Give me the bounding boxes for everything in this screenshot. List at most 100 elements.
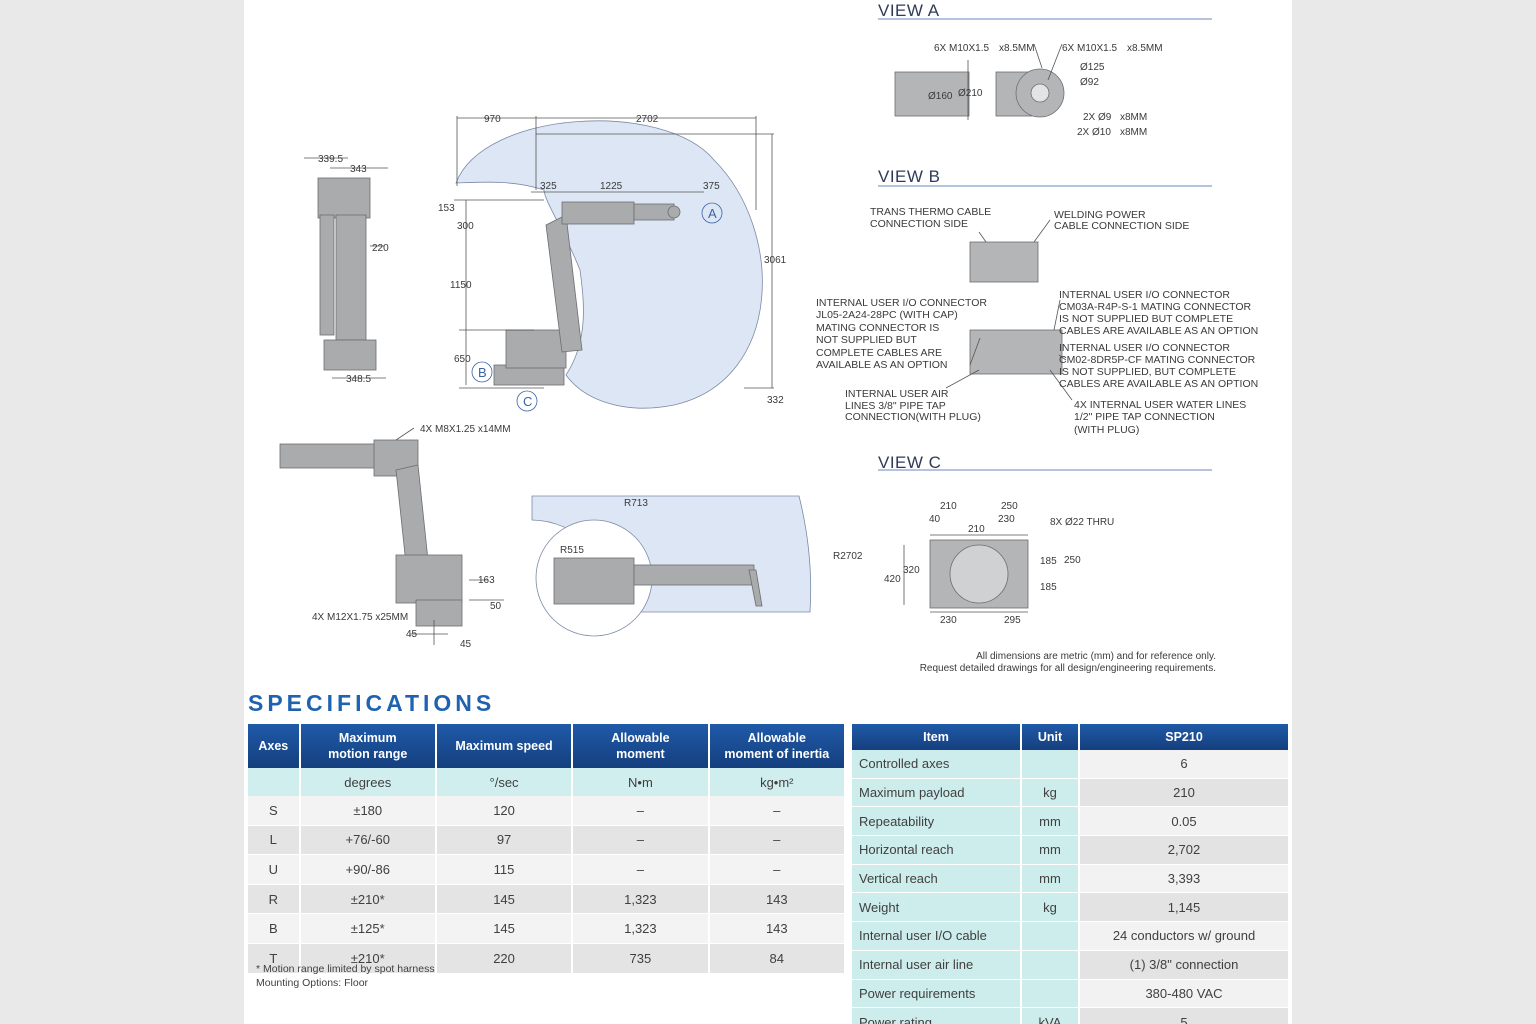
marker-c: C xyxy=(523,394,532,409)
spec-table: Item Unit SP210 Controlled axes 6 Maximu… xyxy=(852,724,1290,1024)
welding-label-2: CABLE CONNECTION SIDE xyxy=(1054,220,1189,232)
table-row: L +76/-60 97 – – xyxy=(248,825,847,856)
view-c-d230: 230 xyxy=(998,514,1015,525)
table-cell: – xyxy=(572,854,710,885)
dim-153: 153 xyxy=(438,203,455,214)
water-label-3: (WITH PLUG) xyxy=(1074,424,1139,436)
spec-row: Weight kg 1,145 xyxy=(852,892,1290,923)
view-a-d10-depth: x8MM xyxy=(1120,127,1147,138)
view-c-d185b: 185 xyxy=(1040,582,1057,593)
table-cell: ±125* xyxy=(299,913,437,944)
spec-item: Weight xyxy=(852,892,1022,923)
view-c-d210a: 210 xyxy=(940,501,957,512)
table-cell: L xyxy=(248,825,301,856)
table-cell: 1,323 xyxy=(572,913,710,944)
view-c-d230b: 230 xyxy=(940,615,957,626)
view-c-d185a: 185 xyxy=(1040,556,1057,567)
inertia-header: Allowable moment of inertia xyxy=(708,724,847,768)
table-cell: 120 xyxy=(435,796,574,826)
view-a-m10-left: 6X M10X1.5 xyxy=(934,43,989,54)
table-cell: 143 xyxy=(708,913,847,944)
spec-item: Power rating xyxy=(852,1007,1022,1024)
specifications-heading: SPECIFICATIONS xyxy=(248,690,496,716)
view-c-d420: 420 xyxy=(884,574,901,585)
table-cell: – xyxy=(708,854,847,885)
table-row: S ±180 120 – – xyxy=(248,796,847,826)
table-cell: – xyxy=(572,796,710,826)
io-left-2: JL05-2A24-28PC (WITH CAP) xyxy=(816,309,958,321)
spec-value: 210 xyxy=(1079,778,1290,808)
dim-1225: 1225 xyxy=(600,181,623,192)
view-c-drawing xyxy=(929,539,1029,609)
dim-325: 325 xyxy=(540,181,557,192)
dim-220: 220 xyxy=(372,243,389,254)
dim-2702: 2702 xyxy=(636,114,659,125)
table-cell: +90/-86 xyxy=(299,854,437,885)
spec-item: Power requirements xyxy=(852,979,1022,1009)
marker-a: A xyxy=(708,206,717,221)
robot-arm-front xyxy=(493,201,681,386)
table-cell: B xyxy=(248,913,301,944)
io-right2-1: INTERNAL USER I/O CONNECTOR xyxy=(1059,342,1230,354)
thermo-label-1: TRANS THERMO CABLE xyxy=(870,206,991,218)
dim-332: 332 xyxy=(767,395,784,406)
view-c-d210b: 210 xyxy=(968,524,985,535)
m12-callout: 4X M12X1.75 x25MM xyxy=(312,612,408,623)
spec-value: 3,393 xyxy=(1079,864,1290,894)
welding-label-1: WELDING POWER xyxy=(1054,209,1146,221)
unit-cell: kg•m² xyxy=(708,768,847,796)
table-cell: R xyxy=(248,884,301,915)
spec-value: 2,702 xyxy=(1079,835,1290,865)
io-right2-2: CM02-8DR5P-CF MATING CONNECTOR xyxy=(1059,354,1256,366)
table-cell: 735 xyxy=(572,943,710,974)
marker-b-circle xyxy=(471,361,493,383)
marker-a-circle xyxy=(701,202,723,224)
units-row: degrees °/sec N•m kg•m² xyxy=(248,768,847,796)
view-a-title: VIEW A xyxy=(878,1,940,20)
motion-range-header: Maximum motion range xyxy=(299,724,437,768)
table-row: R ±210* 145 1,323 143 xyxy=(248,884,847,915)
dim-339-5: 339.5 xyxy=(318,154,343,165)
table-cell: 97 xyxy=(435,825,574,856)
view-c-thru: 8X Ø22 THRU xyxy=(1050,517,1114,528)
spec-row: Maximum payload kg 210 xyxy=(852,778,1290,808)
table-cell: +76/-60 xyxy=(299,825,437,856)
air-label-1: INTERNAL USER AIR xyxy=(845,388,949,400)
spec-row: Internal user I/O cable 24 conductors w/… xyxy=(852,921,1290,951)
view-a-drawing xyxy=(894,68,1065,118)
view-a-d210: Ø210 xyxy=(958,88,983,99)
spec-row: Power rating kVA 5 xyxy=(852,1007,1290,1024)
speed-header: Maximum speed xyxy=(435,724,574,768)
table-cell: S xyxy=(248,796,301,826)
io-right1-1: INTERNAL USER I/O CONNECTOR xyxy=(1059,289,1230,301)
view-a-d9: 2X Ø9 xyxy=(1083,112,1112,123)
item-header: Item xyxy=(852,724,1022,750)
view-a-m10-left-depth: x8.5MM xyxy=(999,43,1035,54)
io-left-5: COMPLETE CABLES ARE xyxy=(816,347,942,359)
disclaimer-line-1: All dimensions are metric (mm) and for r… xyxy=(976,651,1216,662)
dim-50: 50 xyxy=(490,601,502,612)
io-right1-4: CABLES ARE AVAILABLE AS AN OPTION xyxy=(1059,325,1258,337)
spec-row: Vertical reach mm 3,393 xyxy=(852,864,1290,894)
view-a-d92: Ø92 xyxy=(1080,77,1099,88)
radius-2702: R2702 xyxy=(833,551,863,562)
table-cell: ±180 xyxy=(299,796,437,826)
table-row: U +90/-86 115 – – xyxy=(248,854,847,885)
spec-value: 5 xyxy=(1079,1007,1290,1024)
unit-cell: N•m xyxy=(572,768,710,796)
spec-row: Internal user air line (1) 3/8" connecti… xyxy=(852,950,1290,980)
air-label-3: CONNECTION(WITH PLUG) xyxy=(845,411,981,423)
spec-item: Vertical reach xyxy=(852,864,1022,894)
axes-table: Axes Maximum motion range Maximum speed … xyxy=(248,724,847,974)
spec-value: 1,145 xyxy=(1079,892,1290,923)
table-cell: 145 xyxy=(435,913,574,944)
robot-arm-extended xyxy=(279,439,463,627)
dim-343: 343 xyxy=(350,164,367,175)
robot-arm-top xyxy=(553,557,763,607)
table-cell: 220 xyxy=(435,943,574,974)
view-a-d10: 2X Ø10 xyxy=(1077,127,1111,138)
spec-value: 6 xyxy=(1079,750,1290,779)
unit-cell: degrees xyxy=(299,768,437,796)
table-cell: 143 xyxy=(708,884,847,915)
spec-value: 0.05 xyxy=(1079,806,1290,837)
